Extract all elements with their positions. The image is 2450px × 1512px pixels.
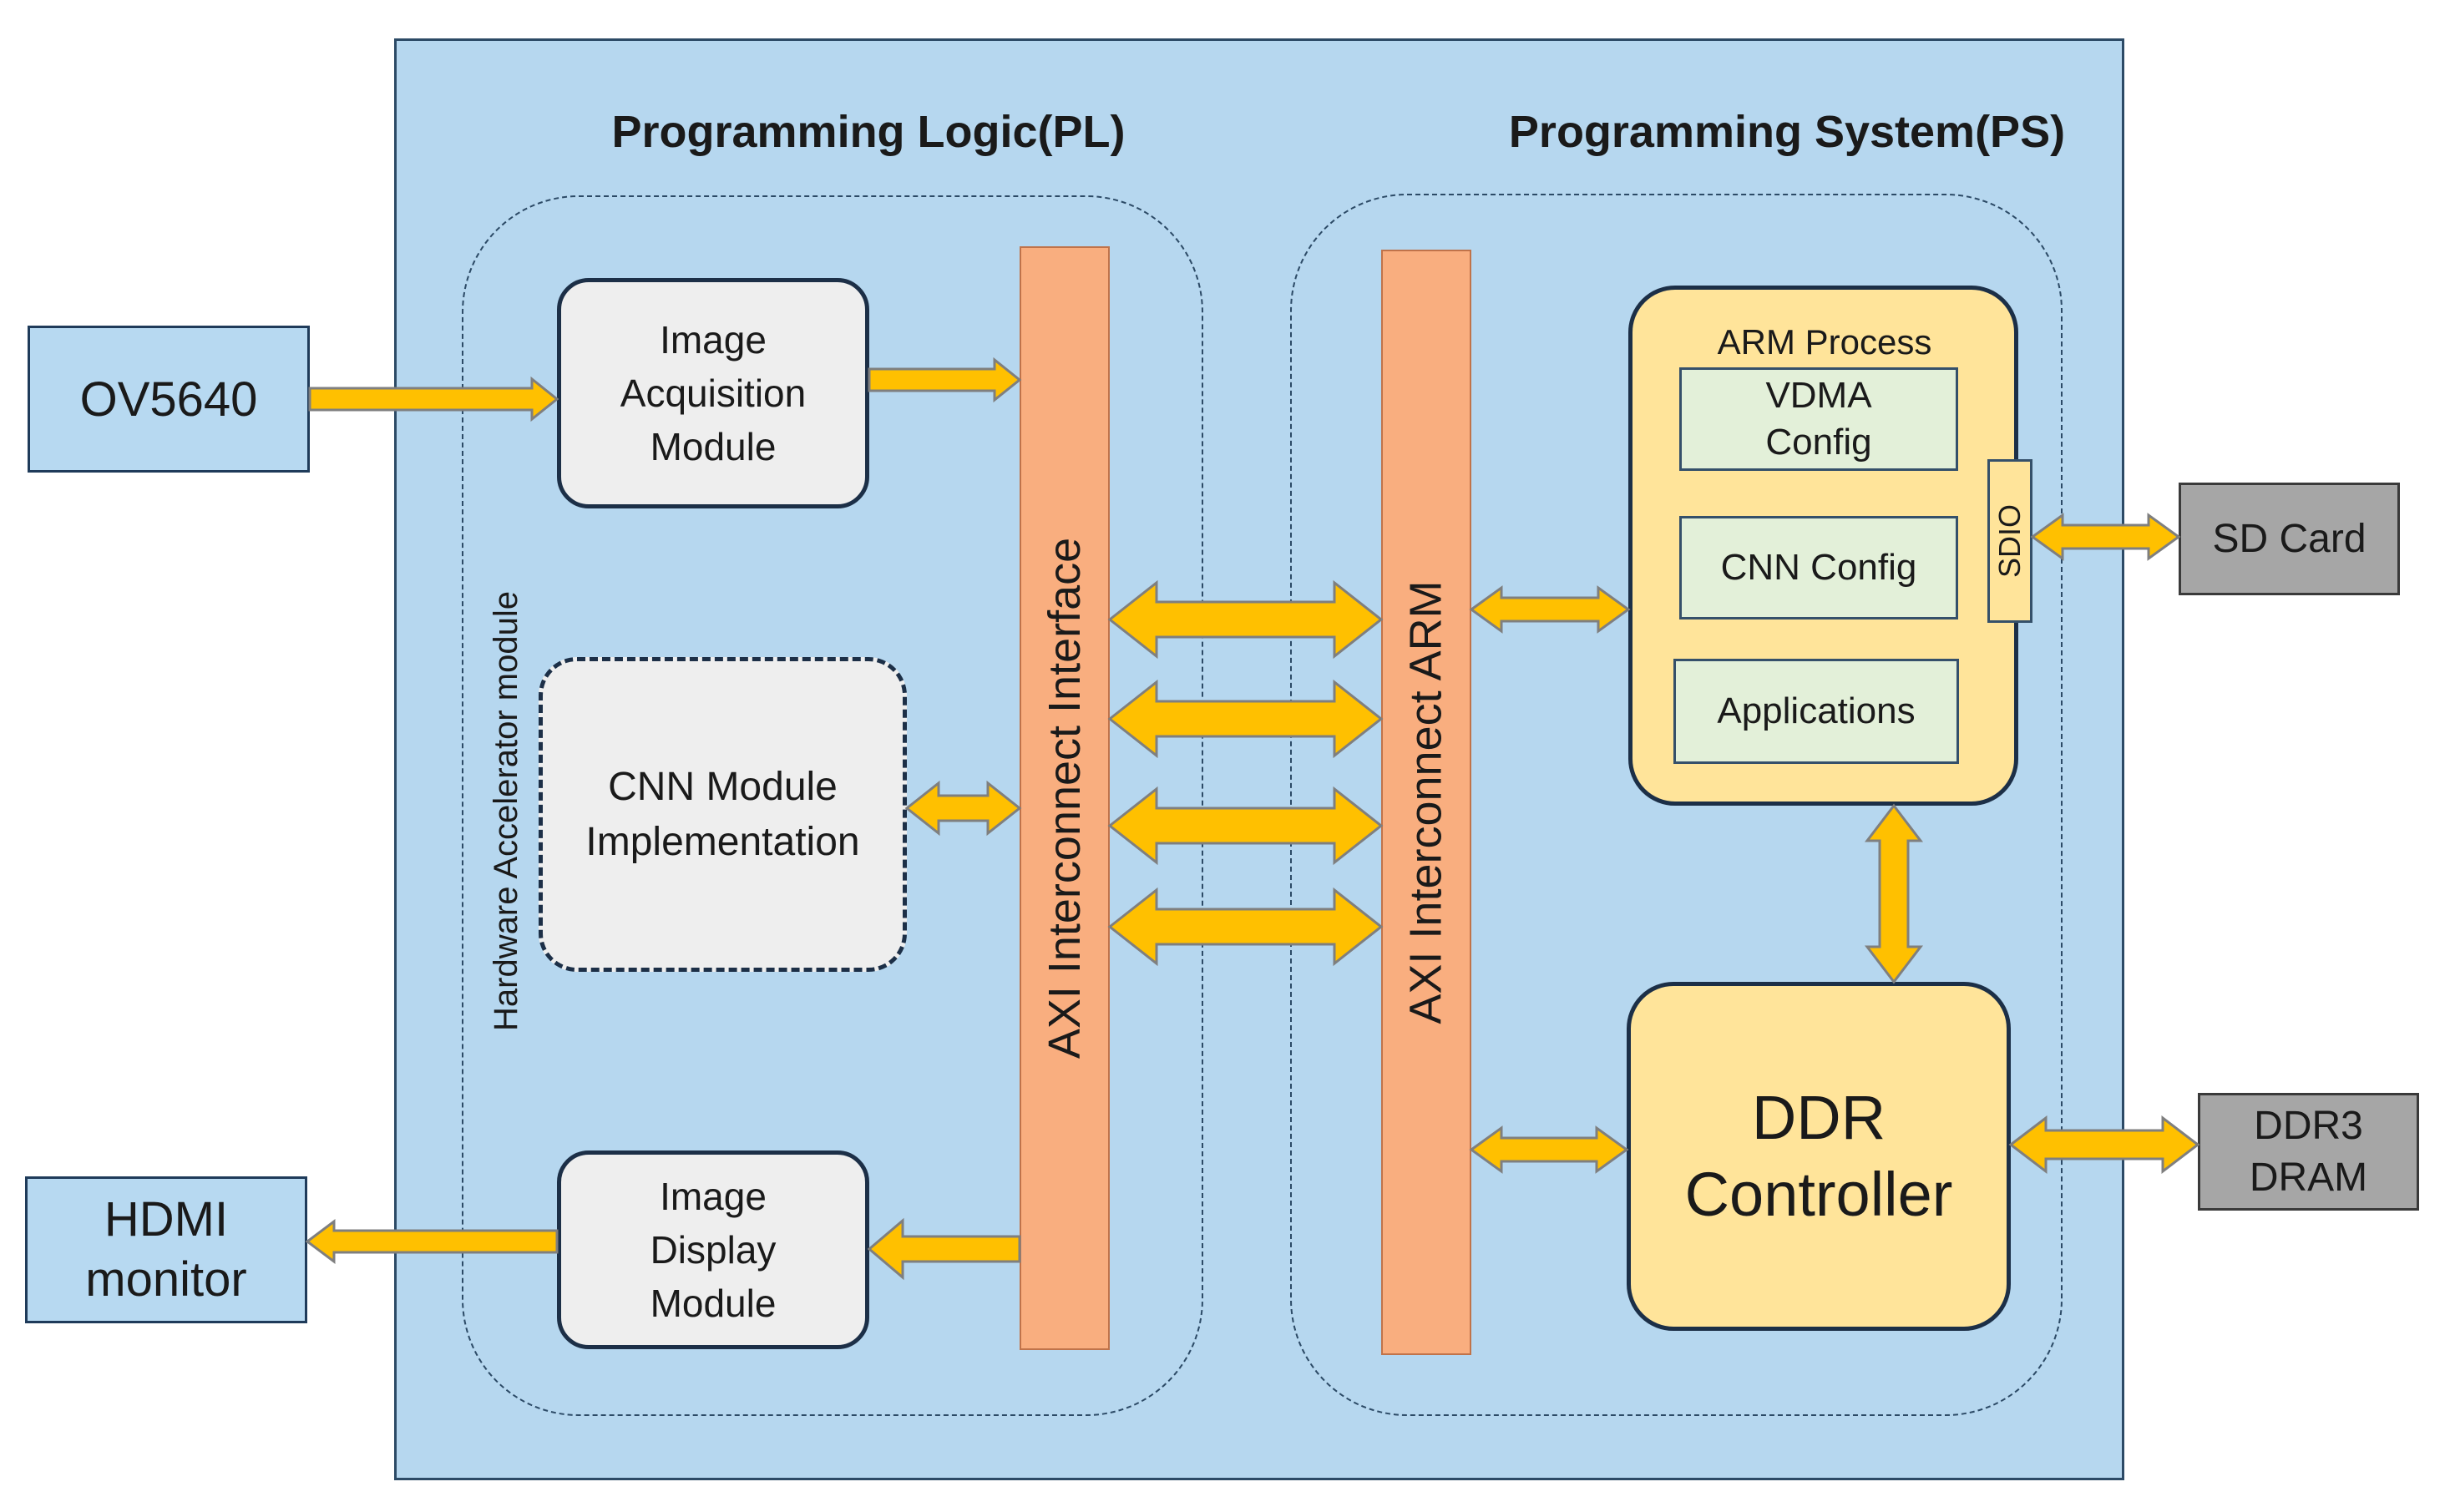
arrow-arm-ddr bbox=[1864, 803, 1924, 984]
dram-line-2: DRAM bbox=[2249, 1155, 2368, 1200]
applications: Applications bbox=[1673, 659, 1959, 764]
arrow-cnn-axi bbox=[904, 780, 1022, 837]
ddr-controller: DDR Controller bbox=[1627, 982, 2011, 1331]
cnn-module-implementation: CNN Module Implementation bbox=[539, 657, 907, 972]
disp-line-1: Image bbox=[660, 1175, 767, 1218]
disp-line-2: Display bbox=[650, 1228, 777, 1272]
image-display-module: Image Display Module bbox=[557, 1150, 869, 1349]
arrow-ddr-dram bbox=[2008, 1115, 2200, 1175]
vdma-config: VDMA Config bbox=[1679, 367, 1958, 471]
vdma-line-1: VDMA bbox=[1765, 375, 1872, 416]
ddr-line-1: DDR bbox=[1751, 1083, 1886, 1152]
ddr-line-2: Controller bbox=[1684, 1160, 1953, 1229]
arrow-axi-arm-to-arm-process bbox=[1469, 585, 1631, 634]
cnn-config: CNN Config bbox=[1679, 516, 1958, 619]
arrow-axi-bus-3 bbox=[1107, 786, 1384, 866]
hdmi-line-2: monitor bbox=[85, 1252, 247, 1307]
axi-interconnect-interface: AXI Interconnect Interface bbox=[1020, 246, 1110, 1350]
arrow-axi-arm-to-ddr bbox=[1469, 1125, 1629, 1174]
hdmi-line-1: HDMI bbox=[104, 1192, 229, 1247]
ddr3-dram: DDR3 DRAM bbox=[2198, 1093, 2419, 1211]
sd-card: SD Card bbox=[2179, 483, 2400, 595]
hdmi-monitor: HDMI monitor bbox=[25, 1176, 307, 1323]
arm-process-label: ARM Process bbox=[1717, 322, 1932, 362]
arrow-axi-to-display bbox=[867, 1217, 1021, 1281]
disp-line-3: Module bbox=[650, 1282, 777, 1325]
vdma-line-2: Config bbox=[1765, 422, 1872, 463]
arrow-acquisition-to-axi bbox=[868, 357, 1022, 403]
ps-title: Programming System(PS) bbox=[1508, 107, 2066, 157]
arrow-axi-bus-1 bbox=[1107, 579, 1384, 660]
arrow-axi-bus-4 bbox=[1107, 887, 1384, 967]
pl-title: Programming Logic(PL) bbox=[611, 107, 1126, 157]
arrow-display-to-hdmi bbox=[305, 1219, 559, 1264]
acq-line-1: Image bbox=[660, 318, 767, 362]
image-acquisition-module: Image Acquisition Module bbox=[557, 278, 869, 508]
arrow-axi-bus-2 bbox=[1107, 679, 1384, 759]
ps-region bbox=[1290, 194, 2063, 1416]
axi-interconnect-arm: AXI Interconnect ARM bbox=[1381, 250, 1471, 1355]
acq-line-2: Acquisition bbox=[620, 372, 807, 415]
dram-line-1: DDR3 bbox=[2254, 1103, 2363, 1148]
sdio-port: SDIO bbox=[1987, 459, 2032, 623]
acq-line-3: Module bbox=[650, 425, 777, 468]
cnn-line-2: Implementation bbox=[585, 819, 860, 864]
hardware-accelerator-region bbox=[462, 195, 1203, 1416]
arrow-camera-to-acquisition bbox=[308, 376, 559, 422]
arrow-sdio-sdcard bbox=[2030, 513, 2181, 561]
cnn-line-1: CNN Module bbox=[608, 764, 838, 809]
camera-ov5640: OV5640 bbox=[28, 326, 310, 473]
